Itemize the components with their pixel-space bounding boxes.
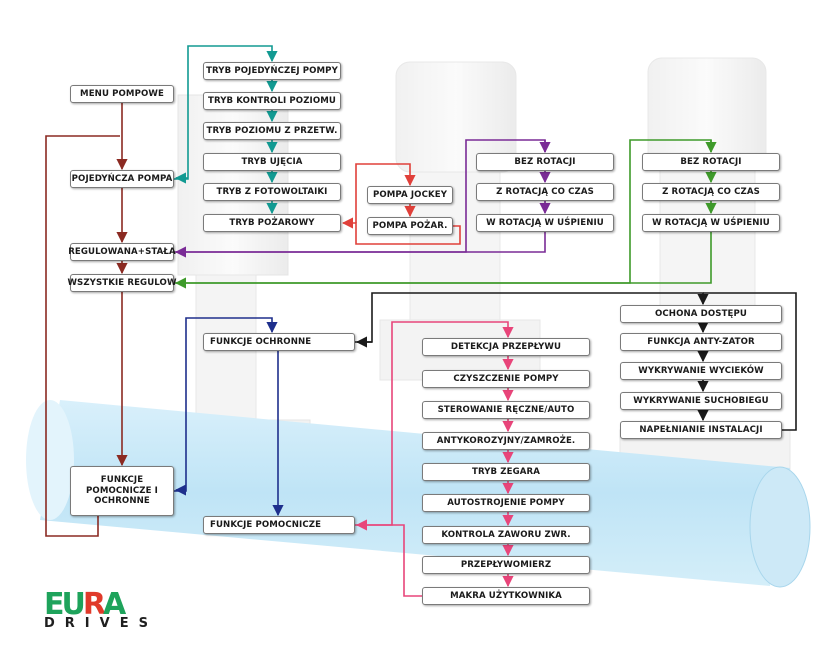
svg-text:EURA: EURA <box>44 588 127 622</box>
node-wszystkie-regulow: WSZYSTKIE REGULOW <box>67 274 176 292</box>
node-wykrywanie-wyciekow: WYKRYWANIE WYCIEKÓW <box>620 362 782 380</box>
node-w-rotacja-w-uspieniu-1: W ROTACJĄ W UŚPIENIU <box>476 214 614 232</box>
node-pojedyncza-pompa: POJEDYŃCZA POMPA <box>70 170 174 188</box>
node-tryb-poziomu-z-przetw: TRYB POZIOMU Z PRZETW. <box>203 122 341 140</box>
node-makra-uzytkownika: MAKRA UŻYTKOWNIKA <box>422 587 590 605</box>
connector-pozar-back <box>341 217 461 245</box>
connector-funkcje-loop-back <box>45 135 120 537</box>
node-z-rotacja-co-czas-1: Z ROTACJĄ CO CZAS <box>476 183 614 201</box>
node-pompa-jockey: POMPA JOCKEY <box>367 186 453 204</box>
node-w-rotacja-w-uspieniu-2: W ROTACJĄ W UŚPIENIU <box>642 214 780 232</box>
node-tryb-z-fotowoltaiki: TRYB Z FOTOWOLTAIKI <box>203 183 341 201</box>
node-tryb-ujecia: TRYB UJĘCIA <box>203 153 341 171</box>
pipe-illustration <box>26 400 811 588</box>
node-funkcja-anty-zator: FUNKCJA ANTY-ZATOR <box>620 333 782 351</box>
node-sterowanie-reczne-auto: STEROWANIE RĘCZNE/AUTO <box>422 401 590 419</box>
node-czyszczenie-pompy: CZYSZCZENIE POMPY <box>422 370 590 388</box>
node-tryb-pozarowy: TRYB POŻAROWY <box>203 214 341 232</box>
connector-aux-return <box>355 519 422 597</box>
node-detekcja-przeplywu: DETEKCJA PRZEPŁYWU <box>422 338 590 356</box>
node-menu-pompowe: MENU POMPOWE <box>70 85 174 103</box>
connector-purple-3-back <box>466 232 546 253</box>
node-z-rotacja-co-czas-2: Z ROTACJĄ CO CZAS <box>642 183 780 201</box>
node-kontrola-zaworu-zwr: KONTROLA ZAWORU ZWR. <box>422 526 590 544</box>
connector-green-3-back <box>630 232 712 284</box>
node-ochona-dostepu: OCHONA DOSTĘPU <box>620 305 782 323</box>
node-wykrywanie-suchobiegu: WYKRYWANIE SUCHOBIEGU <box>620 392 782 410</box>
node-funkcje-pomocnicze-i-ochronne: FUNKCJE POMOCNICZE I OCHRONNE <box>70 466 174 516</box>
node-autostrojenie-pompy: AUTOSTROJENIE POMPY <box>422 494 590 512</box>
node-antykorozyjny-zamroze: ANTYKOROZYJNY/ZAMROŻE. <box>422 432 590 450</box>
node-funkcje-ochronne: FUNKCJE OCHRONNE <box>203 333 355 351</box>
node-pompa-pozar: POMPA POŻAR. <box>367 217 453 235</box>
connector-black-return <box>703 292 797 431</box>
node-przeplywomierz: PRZEPŁYWOMIERZ <box>422 556 590 574</box>
node-regulowana-stala: REGULOWANA+STAŁA <box>68 243 176 261</box>
node-funkcje-pomocnicze: FUNKCJE POMOCNICZE <box>203 516 355 534</box>
node-tryb-kontroli-poziomu: TRYB KONTROLI POZIOMU <box>203 92 341 110</box>
node-bez-rotacji-1: BEZ ROTACJI <box>476 153 614 171</box>
connector-pozarowy-to-jockey <box>355 163 416 223</box>
logo-drives-text: DRIVES <box>44 616 158 631</box>
node-napelnianie-instalacji: NAPEŁNIANIE INSTALACJI <box>620 421 782 439</box>
node-tryb-zegara: TRYB ZEGARA <box>422 463 590 481</box>
node-tryb-pojedynczej-pompy: TRYB POJEDYŃCZEJ POMPY <box>203 62 341 80</box>
node-bez-rotacji-2: BEZ ROTACJI <box>642 153 780 171</box>
eura-drives-logo: EURA <box>44 588 127 622</box>
